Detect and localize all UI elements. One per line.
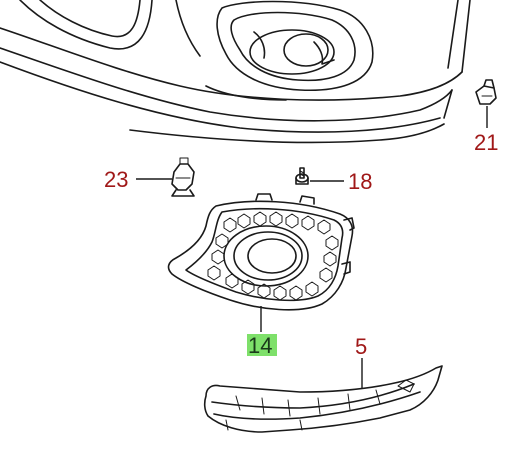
bumper-cover [0, 0, 471, 144]
screw-part-18 [295, 167, 309, 185]
callout-21: 21 [474, 130, 498, 155]
callout-23: 23 [104, 167, 128, 192]
callout-14-highlight [247, 334, 277, 356]
fog-lamp-bezel-part-14 [167, 193, 355, 311]
callout-18: 18 [348, 169, 372, 194]
clip-part-21 [475, 79, 497, 105]
clip-part-23 [171, 157, 195, 197]
callout-14: 14 [248, 333, 272, 358]
callout-5: 5 [355, 334, 367, 359]
bracket-part-5 [203, 365, 443, 433]
